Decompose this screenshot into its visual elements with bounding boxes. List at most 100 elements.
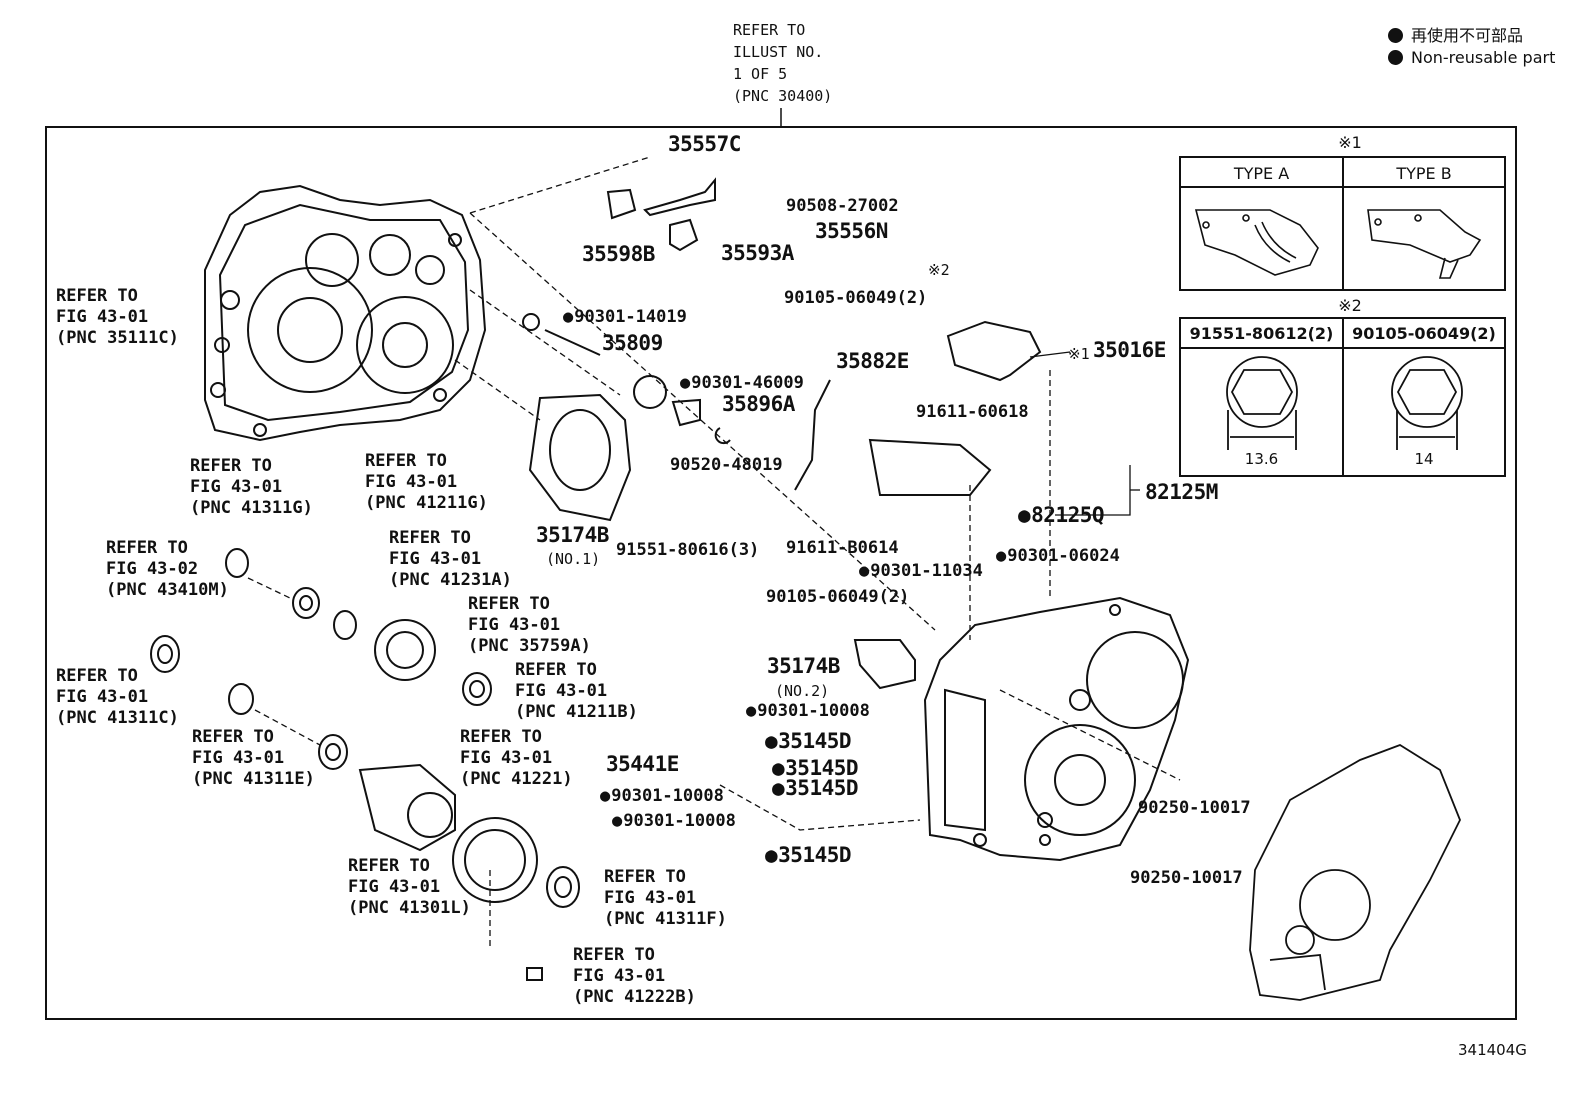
part-35145d-4[interactable]: 35145D [765,845,851,866]
part-90250-10017-a[interactable]: 90250-10017 [1138,798,1251,818]
differential-case-icon [358,763,456,852]
part-35174b-no2: (NO.2) [775,682,830,700]
part-90301-14019[interactable]: 90301-14019 [563,307,687,328]
part-90105-06049-b[interactable]: 90105-06049(2) [766,587,910,607]
part-90520-48019[interactable]: 90520-48019 [670,455,783,475]
gear-icon [374,619,436,681]
bearing-icon [318,734,348,770]
bullet-icon [1388,50,1403,65]
part-35174b[interactable]: 35174B [536,523,609,547]
legend-en: Non-reusable part [1388,48,1555,67]
part-35557c[interactable]: 35557C [668,132,741,156]
bolt-icon [526,967,543,981]
part-91551-80616[interactable]: 91551-80616(3) [616,540,760,560]
transmission-case-right-icon [923,596,1190,862]
clip-35593a-icon [669,218,699,252]
ring-gear-icon [452,817,538,903]
part-90301-46009[interactable]: 90301-46009 [680,373,804,394]
bearing-icon [292,587,320,619]
bearing-icon [333,610,357,640]
box-mark1: ※1 [1338,133,1362,152]
bracket-type-b-icon [1367,209,1482,279]
part-35896a[interactable]: 35896A [722,392,795,416]
bracket-35016e-icon [946,320,1042,382]
top-refer-4: (PNC 30400) [733,87,833,105]
type-b-label: TYPE B [1396,164,1452,183]
bearing-icon [150,635,180,673]
bullet-icon [1388,28,1403,43]
snap-ring-icon [225,548,249,578]
part-90301-10008-b[interactable]: 90301-10008 [600,786,724,807]
plug-35896a-icon [671,398,701,427]
part-35145d-3[interactable]: 35145D [772,778,858,799]
part-91611-b0614[interactable]: 91611-B0614 [786,538,899,558]
wire-35882e-icon [794,379,831,491]
transmission-thumbnail-icon [1249,744,1461,1001]
legend-jp: 再使用不可部品 [1388,22,1523,46]
part-35145d-2[interactable]: 35145D [772,758,858,779]
snap-ring-icon [228,683,254,715]
o-ring-icon [522,313,540,331]
part-35174b-no1: (NO.1) [546,550,601,568]
part-82125q[interactable]: 82125Q [1018,505,1104,526]
part-35441e[interactable]: 35441E [606,752,679,776]
bearing-icon [462,672,492,706]
transmission-case-left-icon [204,184,487,442]
clip-icon [714,427,731,445]
top-refer-1: REFER TO [733,21,806,39]
mark-1: ※1 [1068,345,1090,363]
part-82125m[interactable]: 82125M [1145,480,1218,504]
top-refer-3: 1 OF 5 [733,65,788,83]
part-90301-10008-c[interactable]: 90301-10008 [612,811,736,832]
dim1-label: 13.6 [1244,450,1279,468]
top-refer-2: ILLUST NO. [733,43,824,61]
part-35593a[interactable]: 35593A [721,241,794,265]
bolt2-label: 90105-06049(2) [1352,324,1496,343]
type-a-label: TYPE A [1233,164,1290,183]
part-35598b[interactable]: 35598B [582,242,655,266]
harness-82125m-icon [868,438,992,496]
legend-jp-text: 再使用不可部品 [1411,26,1524,45]
part-35882e[interactable]: 35882E [836,349,909,373]
dim2-label: 14 [1414,450,1434,468]
bracket-type-a-icon [1194,209,1319,276]
cover-35174b-no2-icon [853,639,916,690]
part-90301-10008-a[interactable]: 90301-10008 [746,701,870,722]
bolt1-label: 91551-80612(2) [1189,324,1334,343]
part-90508-27002[interactable]: 90508-27002 [786,196,899,216]
o-ring-icon [633,375,667,409]
figure-id: 341404G [1458,1041,1527,1059]
part-35016e[interactable]: 35016E [1093,338,1166,362]
cover-35174b-icon [528,393,632,522]
part-90301-06024[interactable]: 90301-06024 [996,546,1120,567]
shaft-35809-icon [544,329,601,356]
bearing-icon [546,866,580,908]
part-91611-60618[interactable]: 91611-60618 [916,402,1029,422]
mark-2a: ※2 [928,261,950,279]
part-35174b-2[interactable]: 35174B [767,654,840,678]
part-90301-11034[interactable]: 90301-11034 [859,561,983,582]
box-mark2: ※2 [1338,296,1362,315]
legend-en-text: Non-reusable part [1411,48,1556,67]
cam-35598b-icon [606,188,637,220]
part-35556n[interactable]: 35556N [815,219,888,243]
part-90105-06049-a[interactable]: 90105-06049(2) [784,288,928,308]
lever-35557c-icon [643,177,716,217]
part-35145d-1[interactable]: 35145D [765,731,851,752]
part-90250-10017-b[interactable]: 90250-10017 [1130,868,1243,888]
part-35809[interactable]: 35809 [602,331,663,355]
